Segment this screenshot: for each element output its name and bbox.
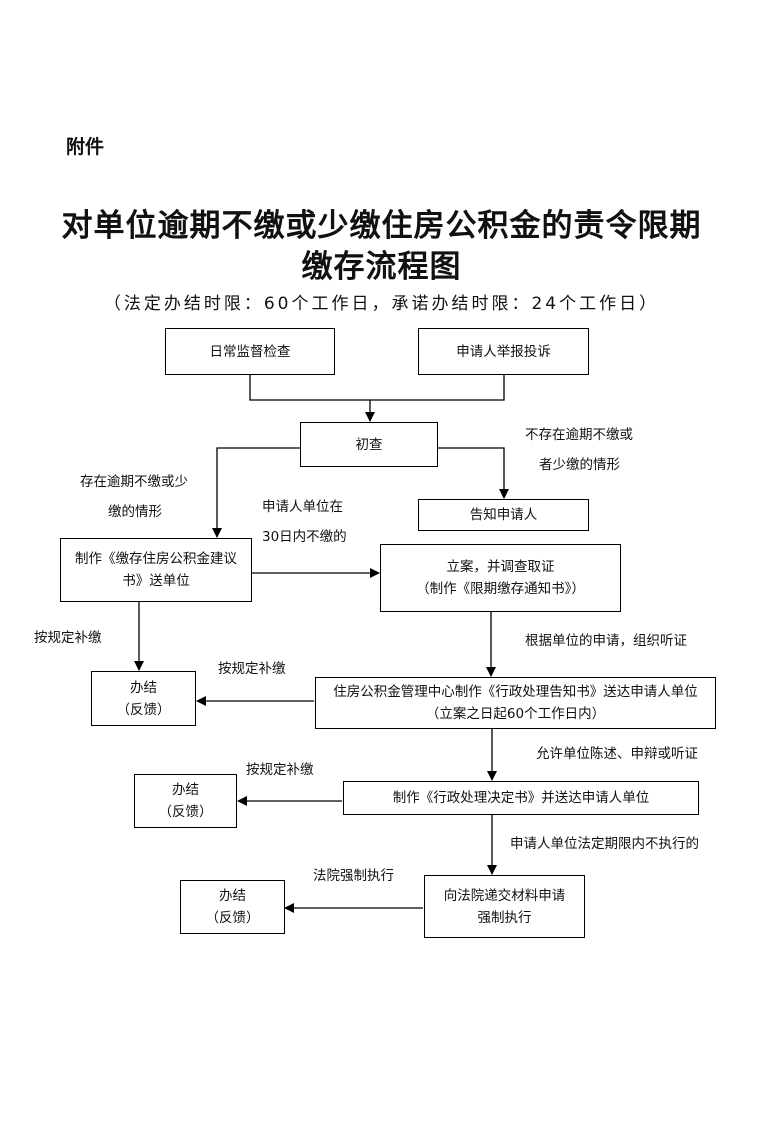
daily-check-text: 日常监督检查 [209,343,291,360]
file-case-line2: （制作《限期缴存通知书》） [416,581,585,597]
label-court-enforce: 法院强制执行 [313,868,394,884]
label-not-exist-line1: 不存在逾期不缴或 [525,427,633,443]
initial-check-text: 初查 [355,436,383,453]
daily-check-box: 日常监督检查 [165,328,335,375]
suggestion-letter-box: 制作《缴存住房公积金建议 书》送单位 [60,538,252,602]
file-case-box: 立案，并调查取证 （制作《限期缴存通知书》） [380,544,621,612]
label-unpaid-30-line1: 申请人单位在 [262,499,343,515]
court-line2: 强制执行 [477,909,532,926]
suggestion-letter-line1: 制作《缴存住房公积金建议 [75,551,237,567]
court-line1: 向法院递交材料申请 [443,887,566,904]
label-unpaid-30-line2: 30日内不缴的 [262,529,347,545]
label-not-execute: 申请人单位法定期限内不执行的 [510,836,699,852]
document-title-line1: 对单位逾期不缴或少缴住房公积金的责令限期 [61,208,702,244]
admin-decision-text: 制作《行政处理决定书》并送达申请人单位 [392,790,650,806]
done-feedback-box-2: 办结 （反馈） [134,774,237,828]
done-1-line1: 办结 [130,679,157,696]
label-pay-rule-2: 按规定补缴 [218,661,286,677]
document-title-line2: 缴存流程图 [301,249,462,285]
done-2-line2: （反馈） [158,804,213,820]
arrow-to-suggest [212,447,300,538]
admin-decision-box: 制作《行政处理决定书》并送达申请人单位 [343,781,699,815]
attachment-label: 附件 [66,136,105,158]
arrow-to-notify [438,447,509,499]
court-enforcement-box: 向法院递交材料申请 强制执行 [424,875,585,938]
time-limit-subtitle: （法定办结时限：60个工作日，承诺办结时限：24个工作日） [103,294,660,314]
admin-notice-line1: 住房公积金管理中心制作《行政处理告知书》送达申请人单位 [333,684,698,700]
label-pay-rule-3: 按规定补缴 [246,762,314,778]
label-defense: 允许单位陈述、申辩或听证 [536,746,698,762]
suggestion-letter-line2: 书》送单位 [122,573,190,589]
report-complaint-box: 申请人举报投诉 [418,328,589,375]
admin-notice-box: 住房公积金管理中心制作《行政处理告知书》送达申请人单位 （立案之日起60个工作日… [315,677,716,729]
done-2-line1: 办结 [172,782,199,798]
label-exist-line1: 存在逾期不缴或少 [80,474,188,490]
notify-applicant-box: 告知申请人 [418,499,589,531]
label-unpaid-30: 申请人单位在 30日内不缴的 [262,492,347,552]
merge-line [249,375,505,401]
report-complaint-text: 申请人举报投诉 [456,343,551,360]
notify-applicant-text: 告知申请人 [469,507,538,523]
label-hearing: 根据单位的申请，组织听证 [525,633,687,649]
label-pay-rule-1: 按规定补缴 [34,630,102,646]
done-3-line1: 办结 [219,888,246,904]
done-feedback-box-3: 办结 （反馈） [180,880,285,934]
admin-notice-line2: （立案之日起60个工作日内） [425,706,606,722]
done-3-line2: （反馈） [205,910,260,926]
label-exist-line2: 缴的情形 [108,504,162,520]
label-not-exist-line2: 者少缴的情形 [539,457,620,473]
label-not-exist: 不存在逾期不缴或 者少缴的情形 [525,420,633,480]
initial-check-box: 初查 [300,422,438,467]
done-feedback-box-1: 办结 （反馈） [91,671,196,726]
file-case-line1: 立案，并调查取证 [446,559,555,575]
label-exist: 存在逾期不缴或少 缴的情形 [80,467,188,527]
done-1-line2: （反馈） [116,701,171,718]
